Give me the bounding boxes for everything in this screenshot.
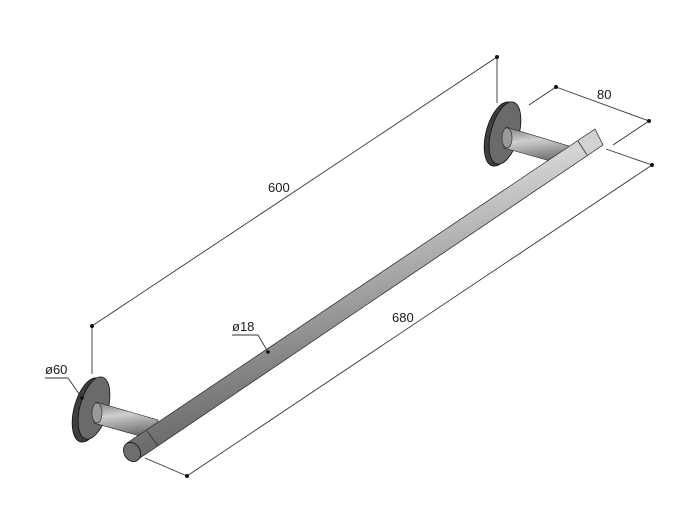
dimension-600-label: 600 xyxy=(268,180,290,195)
dimension-680-label: 680 xyxy=(392,310,414,325)
dimension-600: 600 xyxy=(90,55,499,374)
bar-diameter-label: ø18 xyxy=(232,319,254,334)
plate-diameter-callout: ø60 xyxy=(45,362,84,400)
towel-bar xyxy=(123,128,604,462)
bar-diameter-callout: ø18 xyxy=(232,319,270,354)
dimension-680: 680 xyxy=(144,148,654,478)
dimension-80-label: 80 xyxy=(597,87,611,102)
plate-diameter-label: ø60 xyxy=(45,362,67,377)
dimension-80: 80 xyxy=(528,85,651,146)
